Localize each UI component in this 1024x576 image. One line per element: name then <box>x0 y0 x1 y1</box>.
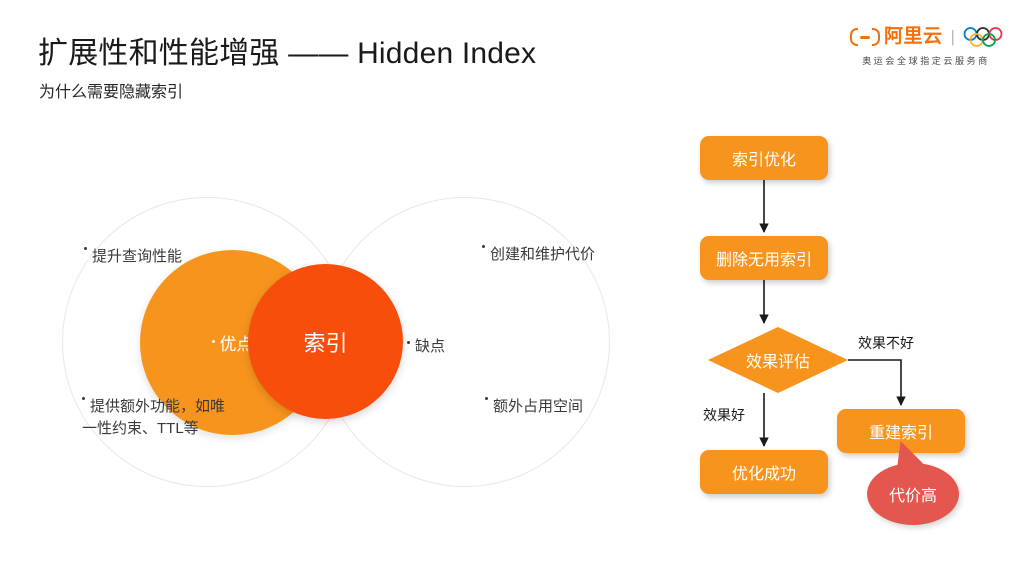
flow-node-index-optimization[interactable]: 索引优化 <box>700 136 828 180</box>
page-subtitle: 为什么需要隐藏索引 <box>39 84 184 101</box>
flowchart: 索引优化 删除无用索引 效果评估 优化成功 重建索引 效果好 效果不好 代价高 <box>660 120 1020 550</box>
brand-name: 阿里云 <box>884 26 943 47</box>
venn-note-cons-2: 额外占用空间 <box>485 396 585 418</box>
flowchart-connectors <box>759 180 906 447</box>
page-title: 扩展性和性能增强 —— Hidden Index <box>38 37 537 70</box>
venn-note-pros-2: 提供额外功能，如唯一性约束、TTL等 <box>82 397 226 437</box>
flow-edge-label-good: 效果好 <box>703 407 745 423</box>
venn-note-pros-1: 提升查询性能 <box>84 246 194 268</box>
logo-tagline: 奥运会全球指定云服务商 <box>862 56 990 66</box>
flow-node-optimization-success[interactable]: 优化成功 <box>700 450 828 494</box>
logo-divider: | <box>950 27 955 46</box>
alibaba-cloud-mark-icon <box>850 27 880 47</box>
callout-label: 代价高 <box>888 488 937 505</box>
flow-edge-label-bad: 效果不好 <box>858 335 914 351</box>
venn-cons-label: 缺点 <box>407 335 445 356</box>
venn-index-label: 索引 <box>303 330 348 356</box>
venn-pros-label: 优点 <box>211 330 254 355</box>
flow-node-effect-evaluation[interactable]: 效果评估 <box>708 327 848 393</box>
flow-callout-high-cost: 代价高 <box>867 441 959 525</box>
flow-node-remove-unused-index[interactable]: 删除无用索引 <box>700 236 828 280</box>
venn-note-cons-1: 创建和维护代价 <box>482 244 597 266</box>
venn-circle-index: 索引 <box>248 264 403 419</box>
brand-logo: 阿里云 | 奥运会全球指定云服务商 <box>850 24 1010 70</box>
venn-diagram: 优点 索引 缺点 提升查询性能 提供额外功能，如唯一性约束、TTL等 创建和维护… <box>52 192 612 492</box>
olympic-rings-icon <box>963 27 1003 47</box>
